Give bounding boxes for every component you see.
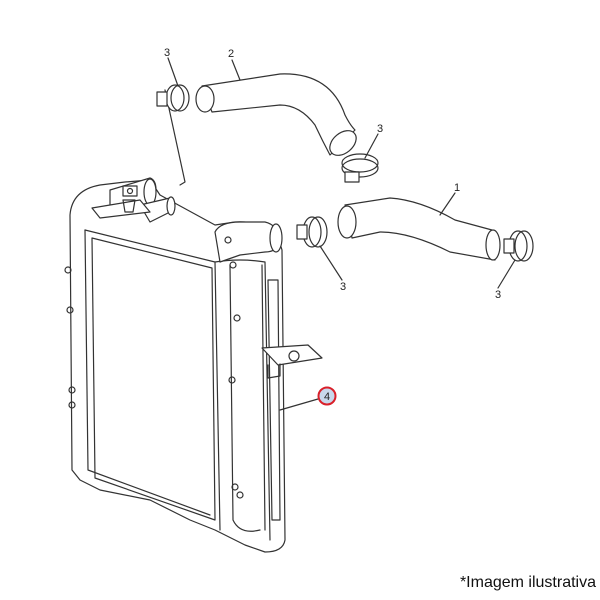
callout-4[interactable]: 4 bbox=[324, 391, 330, 403]
callout-4-highlight[interactable]: 4 bbox=[317, 386, 337, 406]
illustrative-image-caption: *Imagem ilustrativa bbox=[459, 574, 596, 591]
callout-1[interactable]: 1 bbox=[454, 182, 460, 194]
intercooler bbox=[64, 89, 323, 553]
callout-3a[interactable]: 3 bbox=[164, 47, 170, 59]
bolt-icons bbox=[64, 236, 244, 499]
callout-3c[interactable]: 3 bbox=[340, 281, 346, 293]
callout-2[interactable]: 2 bbox=[228, 48, 234, 60]
hose-lower bbox=[337, 197, 501, 261]
leader-lines bbox=[167, 57, 516, 411]
clamp-icons bbox=[156, 84, 534, 262]
hose-upper bbox=[195, 73, 357, 156]
callout-3d[interactable]: 3 bbox=[495, 289, 501, 301]
callout-3b[interactable]: 3 bbox=[377, 123, 383, 135]
